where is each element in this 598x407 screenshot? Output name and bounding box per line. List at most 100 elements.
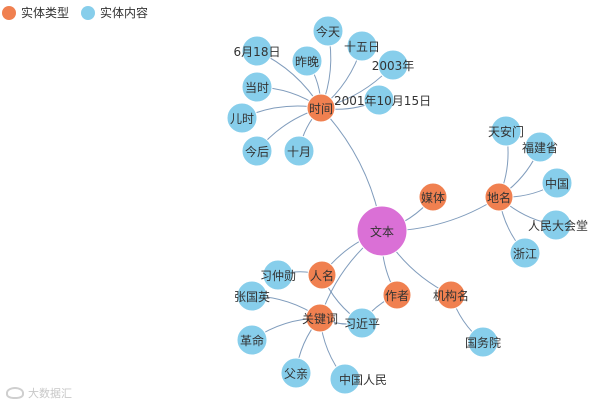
content-node-label: 昨晚: [295, 55, 319, 69]
content-node-label: 革命: [240, 333, 264, 348]
type-node-circle[interactable]: [382, 280, 412, 310]
content-node-circle[interactable]: [241, 135, 273, 167]
content-node[interactable]: 福建省: [522, 131, 558, 163]
type-node[interactable]: 作者: [382, 280, 412, 310]
content-node[interactable]: 2001年10月15日: [334, 84, 431, 116]
content-node[interactable]: 十月: [283, 135, 315, 167]
content-node-circle[interactable]: [236, 280, 268, 312]
type-node-circle[interactable]: [436, 280, 466, 310]
content-node-label: 十月: [287, 145, 311, 159]
content-node[interactable]: 革命: [236, 324, 268, 356]
content-node-label: 张国英: [234, 290, 270, 304]
content-node-circle[interactable]: [241, 71, 273, 103]
content-node[interactable]: 当时: [241, 71, 273, 103]
legend-label-entity-type: 实体类型: [21, 6, 70, 20]
content-node-circle[interactable]: [509, 237, 541, 269]
content-node[interactable]: 今后: [241, 135, 273, 167]
content-node-label: 习仲勋: [260, 269, 296, 283]
content-node-circle[interactable]: [490, 115, 522, 147]
content-node-label: 人民大会堂: [528, 219, 588, 233]
content-node-label: 中国: [545, 176, 569, 191]
type-node-label: 时间: [309, 102, 333, 116]
root-node-label: 文本: [370, 224, 394, 239]
type-node[interactable]: 人名: [307, 260, 337, 290]
content-node-circle[interactable]: [377, 49, 409, 81]
type-node-circle[interactable]: [484, 182, 514, 212]
type-node[interactable]: 关键词: [302, 303, 338, 333]
type-node-circle[interactable]: [305, 303, 335, 333]
content-node[interactable]: 天安门: [488, 115, 524, 147]
content-node-circle[interactable]: [346, 30, 378, 62]
type-node-label: 作者: [385, 289, 409, 303]
content-node[interactable]: 昨晚: [291, 45, 323, 77]
content-node[interactable]: 张国英: [234, 280, 270, 312]
content-node[interactable]: 6月18日: [234, 35, 281, 67]
type-node[interactable]: 时间: [306, 93, 336, 123]
watermark-logo-icon: [6, 387, 24, 399]
type-node[interactable]: 机构名: [433, 280, 469, 310]
type-node[interactable]: 地名: [484, 182, 514, 212]
legend-dot-entity-content: [81, 5, 96, 20]
content-node-circle[interactable]: [283, 135, 315, 167]
root-node[interactable]: 文本: [356, 205, 408, 257]
content-node-label: 福建省: [522, 140, 558, 155]
content-node[interactable]: 十五日: [344, 30, 380, 62]
content-node-circle[interactable]: [540, 209, 572, 241]
legend: 实体类型 实体内容: [2, 4, 160, 21]
content-node-label: 中国人民: [339, 372, 387, 387]
content-node-label: 习近平: [344, 317, 380, 331]
content-node-circle[interactable]: [226, 102, 258, 134]
content-node[interactable]: 2003年: [372, 49, 415, 81]
content-node-circle[interactable]: [346, 307, 378, 339]
content-node-label: 天安门: [488, 124, 524, 139]
legend-item-entity-content[interactable]: 实体内容: [81, 4, 148, 21]
type-node[interactable]: 媒体: [418, 182, 448, 212]
type-node-circle[interactable]: [418, 182, 448, 212]
content-node-circle[interactable]: [236, 324, 268, 356]
content-node-circle[interactable]: [329, 363, 361, 395]
content-node-label: 今后: [245, 144, 269, 159]
legend-item-entity-type[interactable]: 实体类型: [2, 4, 69, 21]
type-node-label: 机构名: [433, 288, 469, 303]
content-node[interactable]: 习仲勋: [260, 259, 296, 291]
type-node-label: 关键词: [302, 312, 338, 326]
content-node[interactable]: 今天: [312, 15, 344, 47]
content-node-circle[interactable]: [262, 259, 294, 291]
content-node-label: 当时: [245, 81, 269, 95]
content-node-circle[interactable]: [280, 357, 312, 389]
content-node[interactable]: 儿时: [226, 102, 258, 134]
type-node-circle[interactable]: [306, 93, 336, 123]
content-node-label: 6月18日: [234, 45, 281, 59]
type-node-circle[interactable]: [307, 260, 337, 290]
watermark: 大数据汇: [6, 385, 72, 401]
content-node-label: 国务院: [465, 335, 501, 350]
content-node[interactable]: 中国人民: [329, 363, 387, 395]
content-node-label: 十五日: [344, 40, 380, 54]
content-node-circle[interactable]: [312, 15, 344, 47]
content-node-circle[interactable]: [291, 45, 323, 77]
root-node-circle[interactable]: [356, 205, 408, 257]
type-node-label: 人名: [310, 268, 334, 283]
content-node[interactable]: 中国: [541, 167, 573, 199]
content-node-label: 2003年: [372, 59, 415, 73]
legend-dot-entity-type: [2, 5, 16, 20]
content-node[interactable]: 浙江: [509, 237, 541, 269]
type-node-label: 媒体: [421, 191, 445, 205]
content-node[interactable]: 人民大会堂: [528, 209, 588, 241]
content-node-circle[interactable]: [241, 35, 273, 67]
content-node-circle[interactable]: [363, 84, 395, 116]
content-node-circle[interactable]: [467, 326, 499, 358]
content-node[interactable]: 国务院: [465, 326, 501, 358]
content-node-circle[interactable]: [524, 131, 556, 163]
legend-label-entity-content: 实体内容: [100, 6, 149, 20]
content-node-label: 儿时: [230, 112, 254, 126]
watermark-text: 大数据汇: [28, 387, 72, 400]
content-node-label: 今天: [316, 24, 340, 39]
type-node-label: 地名: [487, 190, 511, 205]
content-node[interactable]: 习近平: [344, 307, 380, 339]
content-node[interactable]: 父亲: [280, 357, 312, 389]
content-node-circle[interactable]: [541, 167, 573, 199]
